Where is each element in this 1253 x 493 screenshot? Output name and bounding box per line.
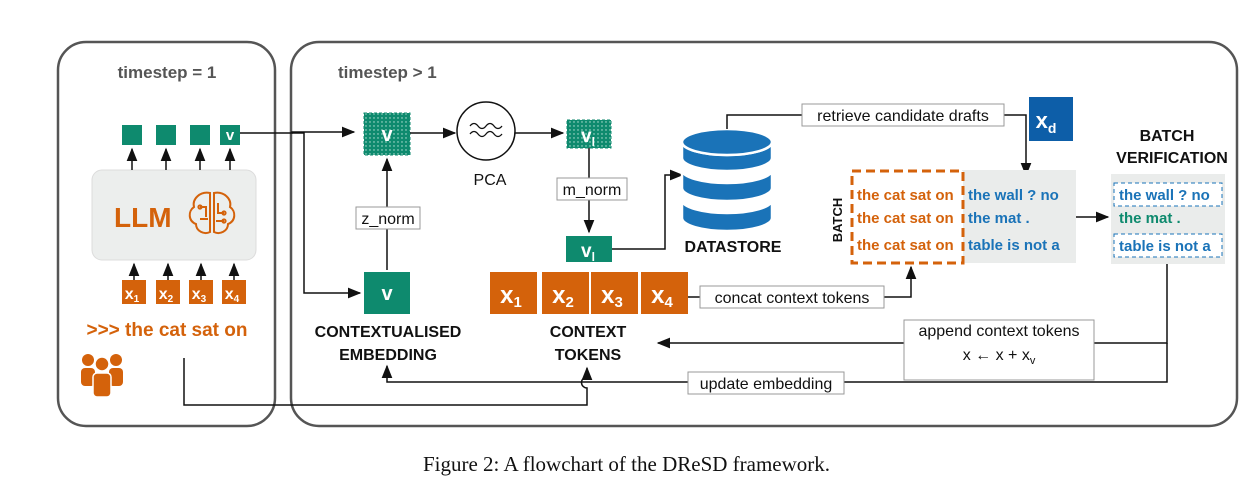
panel-timestep-1 <box>56 40 277 428</box>
svg-text:x4: x4 <box>651 282 673 311</box>
context-token-3: x3 <box>591 272 638 314</box>
input-token-3: x3 <box>189 280 213 305</box>
batch-row-3-prefix: the cat sat on <box>857 237 954 254</box>
svg-text:x3: x3 <box>601 282 623 311</box>
node-vl-top <box>566 119 612 149</box>
node-v-contextual <box>364 272 410 314</box>
node-v-top <box>363 112 411 156</box>
context-tokens-label-1: CONTEXT <box>550 324 627 341</box>
append-formula: x ← x + xv <box>963 347 1036 367</box>
node-pca-label: PCA <box>474 172 507 189</box>
context-token-4: x4 <box>641 272 688 314</box>
contextualised-label-2: EMBEDDING <box>339 347 437 364</box>
arrow-v-to-contextual <box>292 132 362 299</box>
svg-text:x4: x4 <box>225 286 240 305</box>
datastore-cylinder-icon <box>680 127 774 233</box>
batch-row-3-draft: table is not a <box>968 237 1060 254</box>
batch-verification-label-2: VERIFICATION <box>1116 150 1228 167</box>
svg-text:x2: x2 <box>159 286 174 305</box>
svg-text:x1: x1 <box>500 282 522 311</box>
input-token-1: x1 <box>122 280 146 305</box>
batch-row-2-draft: the mat . <box>968 210 1030 227</box>
output-token-v <box>220 125 240 145</box>
arrow-prompt-to-context <box>183 358 593 406</box>
verification-row-3-box <box>1113 233 1223 258</box>
append-label: append context tokens <box>918 323 1079 340</box>
output-token-v-label: v <box>226 127 235 144</box>
update-label: update embedding <box>700 376 833 393</box>
append-label-box <box>903 319 1095 381</box>
verification-row-3: table is not a <box>1119 238 1211 255</box>
pca-wave-icon <box>469 122 503 138</box>
output-token-1 <box>122 125 142 145</box>
contextualised-label-1: CONTEXTUALISED <box>315 324 462 341</box>
node-vl-bottom <box>566 236 612 262</box>
batch-row-1-prefix: the cat sat on <box>857 187 954 204</box>
arrow-vl-to-datastore <box>612 169 684 250</box>
context-tokens-label-2: TOKENS <box>555 347 622 364</box>
concat-label: concat context tokens <box>715 290 870 307</box>
verification-row-1: the wall ? no <box>1119 187 1210 204</box>
output-token-2 <box>156 125 176 145</box>
svg-text:x2: x2 <box>552 282 574 311</box>
retrieve-label: retrieve candidate drafts <box>817 108 989 125</box>
panel-timestep-gt-1 <box>289 40 1239 428</box>
output-token-3 <box>190 125 210 145</box>
retrieve-label-box <box>801 103 1005 127</box>
batch-row-2-prefix: the cat sat on <box>857 210 954 227</box>
panel-timestep-gt-1-title: timestep > 1 <box>338 63 437 82</box>
svg-text:x1: x1 <box>125 286 140 305</box>
update-label-box <box>687 371 845 395</box>
node-v-top-label: v <box>381 124 393 146</box>
input-token-2: x2 <box>156 280 180 305</box>
datastore-label: DATASTORE <box>685 239 782 256</box>
node-xd-label: xd <box>1036 108 1057 136</box>
svg-text:x3: x3 <box>192 286 207 305</box>
panel-timestep-1-title: timestep = 1 <box>118 63 217 82</box>
node-vl-bottom-label: vl <box>581 241 595 264</box>
figure-caption: Figure 2: A flowchart of the DReSD frame… <box>422 452 831 476</box>
m-norm-label-box <box>556 177 628 201</box>
context-token-2: x2 <box>542 272 589 314</box>
llm-label: LLM <box>114 202 172 233</box>
m-norm-label: m_norm <box>563 182 622 199</box>
input-token-4: x4 <box>222 280 246 305</box>
batch-verification-label-1: BATCH <box>1140 128 1195 145</box>
node-pca <box>456 101 516 161</box>
dresd-flowchart: timestep = 1 timestep > 1 LLM v x1 x2 x3… <box>56 40 1239 428</box>
prompt-text: >>> the cat sat on <box>86 320 247 341</box>
verification-row-2: the mat . <box>1119 210 1181 227</box>
z-norm-label: z_norm <box>361 211 414 228</box>
context-token-1: x1 <box>490 272 537 314</box>
verification-row-1-box <box>1113 182 1223 207</box>
brain-circuit-icon <box>188 191 236 234</box>
batch-row-1-draft: the wall ? no <box>968 187 1059 204</box>
z-norm-label-box <box>355 206 421 230</box>
node-v-contextual-label: v <box>381 283 393 305</box>
batch-side-label: BATCH <box>830 198 845 243</box>
batch-draft-area <box>962 170 1076 263</box>
users-group-icon <box>81 354 123 398</box>
node-vl-top-label: vl <box>581 126 595 149</box>
concat-label-box <box>699 285 885 309</box>
batch-prefix-area <box>850 169 965 265</box>
node-xd <box>1029 97 1073 141</box>
